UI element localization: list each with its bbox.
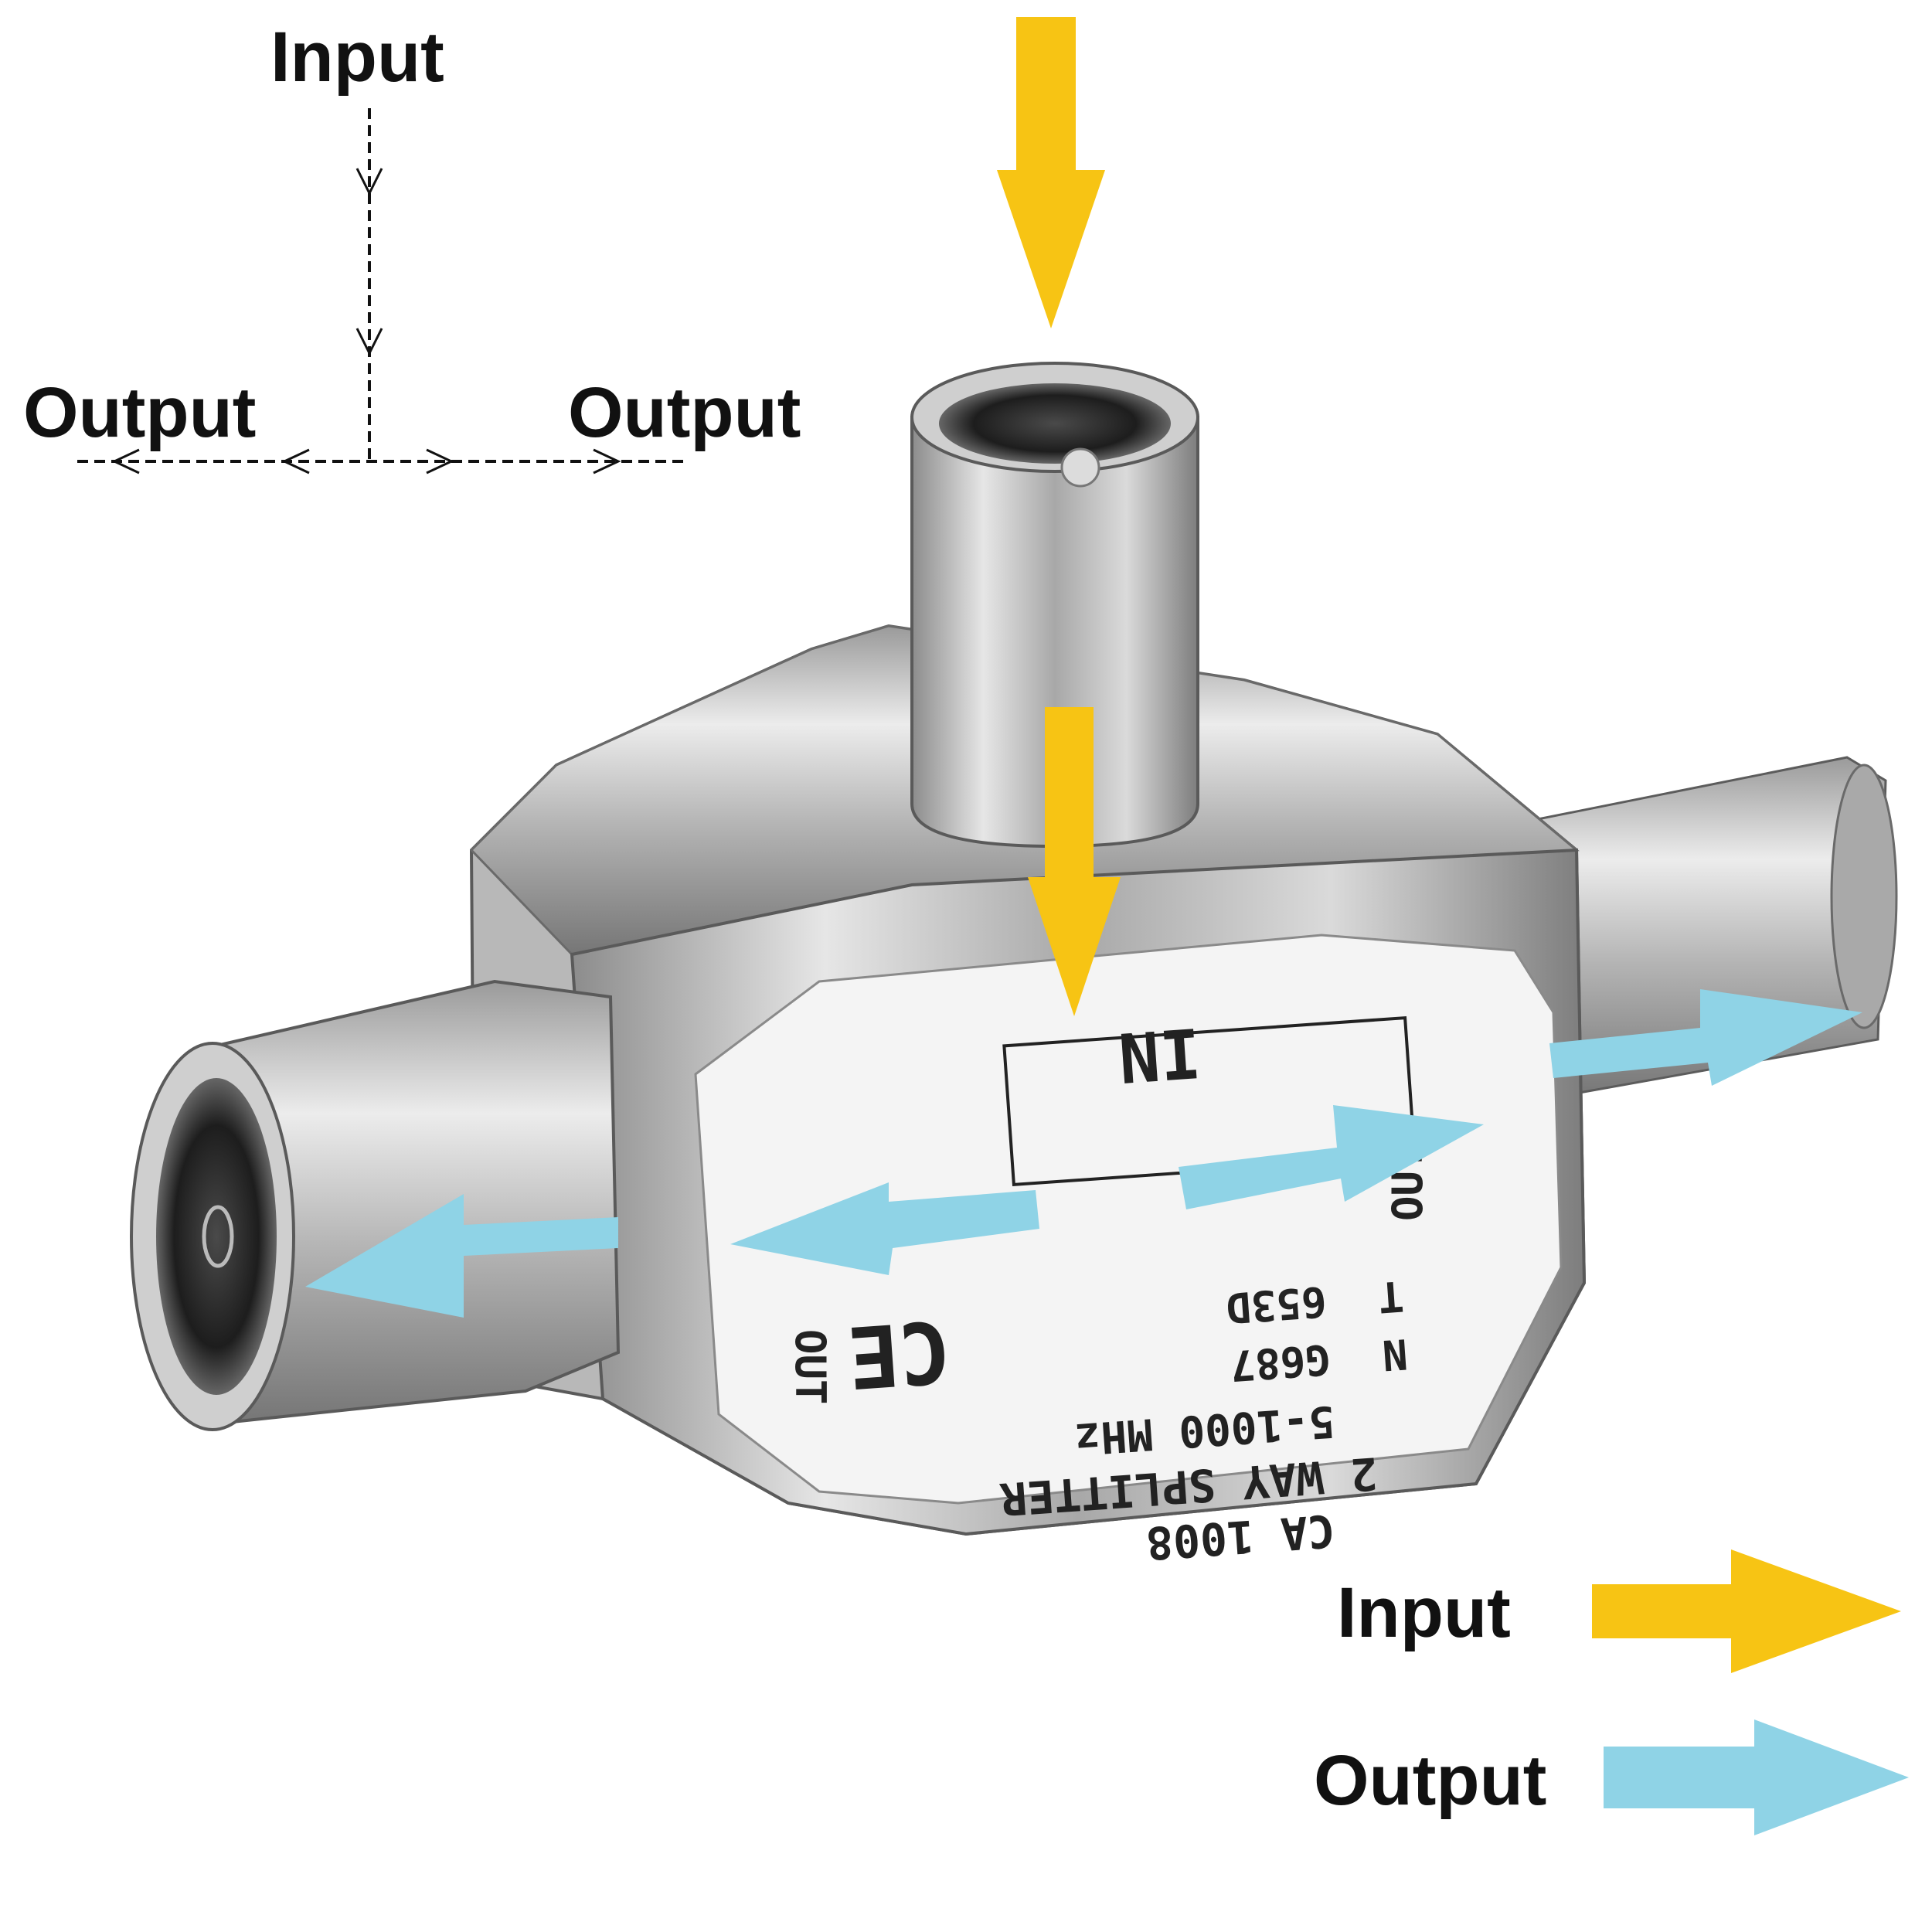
label-plate: IN T 653D N G687 CE 5-1000 MHz 2 WAY SPL… xyxy=(694,934,1563,1570)
output-arrow-right xyxy=(1549,989,1862,1086)
ce-mark: CE xyxy=(845,1301,954,1406)
output-arrow-left xyxy=(305,1194,618,1318)
box-code1: 653D xyxy=(1224,1277,1328,1332)
box-code2: G687 xyxy=(1229,1335,1332,1390)
left-socket-pin xyxy=(202,1205,234,1268)
label-in: IN xyxy=(1116,1012,1203,1097)
legend-output-arrow xyxy=(1604,1719,1909,1835)
input-arrow-top xyxy=(997,17,1105,328)
schematic-right-arrowhead xyxy=(426,448,454,474)
center-pin xyxy=(1060,447,1100,488)
schematic-left-arrowhead xyxy=(111,448,140,474)
legend-output-label: Output xyxy=(1314,1741,1546,1820)
schematic-right-arrowhead xyxy=(593,448,621,474)
schematic-left-arrowhead xyxy=(281,448,310,474)
top-input-connector xyxy=(910,362,1199,849)
left-output-connector xyxy=(130,979,621,1431)
output-arrow-center-right xyxy=(1179,1105,1484,1209)
box-line2: N xyxy=(1381,1329,1410,1379)
splitter-device: IN T 653D N G687 CE 5-1000 MHz 2 WAY SPL… xyxy=(130,362,1898,1570)
schematic-input-label: Input xyxy=(270,18,444,97)
box-line1: T xyxy=(1376,1271,1405,1321)
output-arrow-center-left xyxy=(730,1182,1039,1275)
schematic-output-left-label: Output xyxy=(23,373,256,452)
legend-input-arrow xyxy=(1592,1549,1901,1673)
schematic: Input Output Output xyxy=(23,18,801,474)
schematic-down-arrowhead xyxy=(355,328,383,356)
legend-input-label: Input xyxy=(1337,1573,1511,1652)
label-out-left: OUT xyxy=(786,1329,835,1405)
schematic-output-right-label: Output xyxy=(568,373,801,452)
schematic-down-arrowhead xyxy=(355,168,383,196)
flow-arrows xyxy=(305,17,1862,1318)
input-arrow-body xyxy=(1028,707,1121,1016)
legend: Input Output xyxy=(1314,1549,1909,1835)
